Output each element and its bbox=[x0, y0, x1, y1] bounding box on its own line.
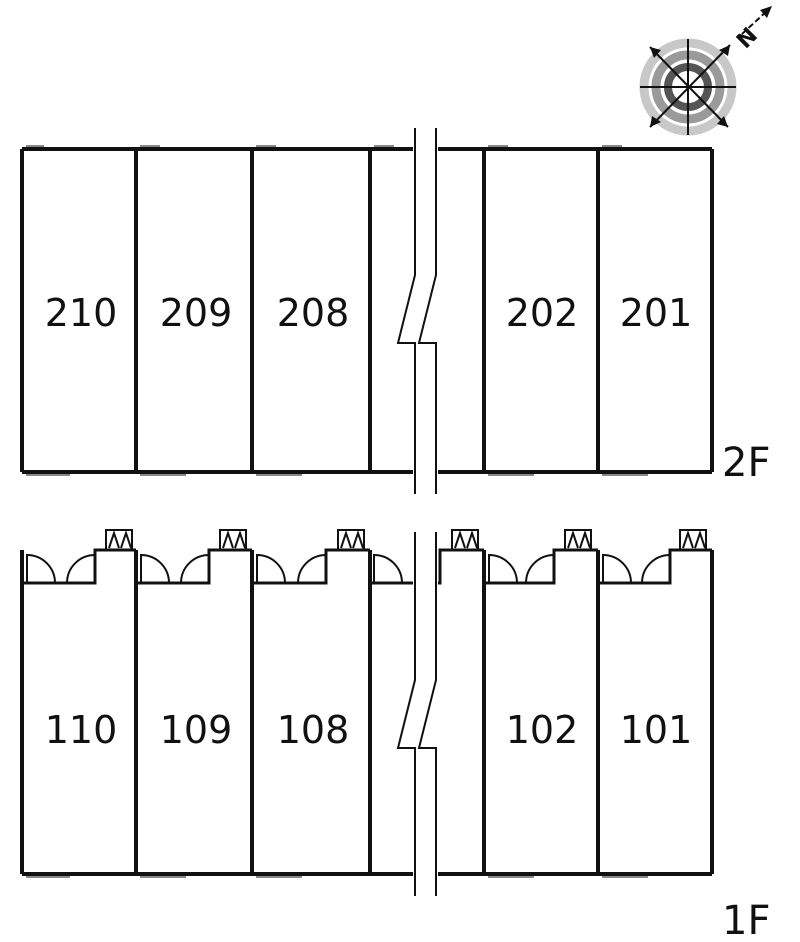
unit-number: 102 bbox=[506, 708, 579, 752]
unit-number: 201 bbox=[620, 291, 693, 335]
compass-north-label: N bbox=[732, 23, 763, 54]
floor-2f: 210 209 208 202 201 2F bbox=[20, 128, 770, 494]
unit-number: 208 bbox=[277, 291, 350, 335]
unit-number: 108 bbox=[277, 708, 350, 752]
floor-label: 1F bbox=[722, 898, 770, 942]
unit-number: 101 bbox=[620, 708, 693, 752]
unit-number: 209 bbox=[160, 291, 233, 335]
unit-number: 210 bbox=[45, 291, 118, 335]
unit-entrances bbox=[22, 529, 712, 585]
unit-number: 202 bbox=[506, 291, 579, 335]
floor-1f: 110 109 108 102 101 1F bbox=[20, 529, 770, 942]
floor-label: 2F bbox=[722, 440, 770, 486]
compass-icon: N bbox=[639, 6, 772, 136]
unit-number: 110 bbox=[45, 708, 118, 752]
unit-number: 109 bbox=[160, 708, 233, 752]
